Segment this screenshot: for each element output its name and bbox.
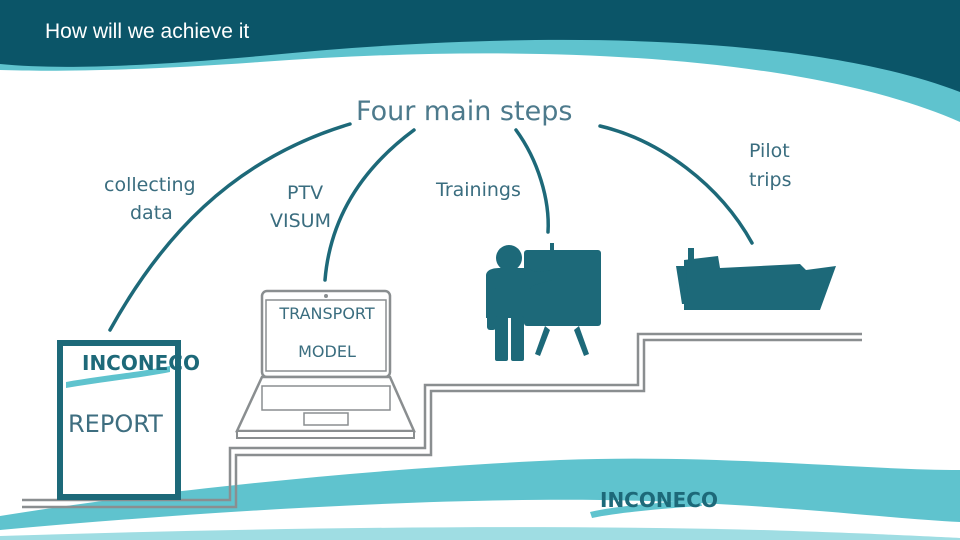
staircase <box>22 332 862 509</box>
trainer-board-icon <box>486 243 601 361</box>
inconeco-logo-icon: INCONECO <box>66 351 200 388</box>
inconeco-logo-icon: INCONECO <box>590 488 718 518</box>
laptop-screen-line2: MODEL <box>298 342 356 361</box>
step-ptv-label-line2: VISUM <box>270 210 331 232</box>
step-pilot-label-line2: trips <box>749 169 792 191</box>
report-label: REPORT <box>68 410 163 438</box>
laptop-icon <box>235 289 416 439</box>
connector-pilot <box>598 124 754 245</box>
step-trainings-label: Trainings <box>436 179 521 201</box>
connector-trainings <box>514 128 550 234</box>
footer-lower-band <box>0 527 960 540</box>
central-label: Four main steps <box>356 96 573 127</box>
connector-lines <box>108 122 754 332</box>
svg-text:INCONECO: INCONECO <box>82 351 200 375</box>
step-pilot-label-line1: Pilot <box>749 140 790 162</box>
svg-text:INCONECO: INCONECO <box>600 488 718 512</box>
laptop-screen-line1: TRANSPORT <box>279 304 375 323</box>
step-collecting-label-line1: collecting <box>104 174 196 196</box>
connector-collecting <box>108 122 352 332</box>
ship-icon <box>676 248 836 310</box>
connector-ptv <box>323 128 416 282</box>
step-collecting-label-line2: data <box>130 202 173 224</box>
header-dark-band <box>0 0 960 92</box>
step-ptv-label-line1: PTV <box>287 182 324 204</box>
slide-title: How will we achieve it <box>45 20 250 43</box>
